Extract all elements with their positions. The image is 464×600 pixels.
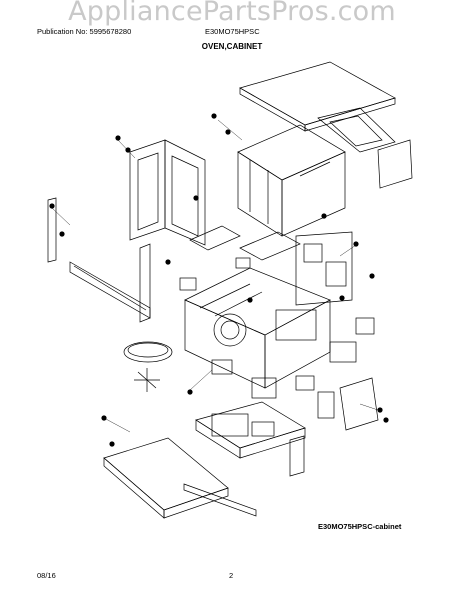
- vent-duct: [317, 107, 413, 189]
- section-title: OVEN,CABINET: [201, 42, 263, 51]
- electrical-components: [179, 277, 375, 399]
- control-panel: [189, 225, 301, 269]
- side-trim: [139, 243, 151, 323]
- footer-date: 08/16: [37, 571, 56, 580]
- watermark: AppliancePartsPros.com: [68, 0, 396, 27]
- lower-front-panel: [103, 437, 229, 519]
- model-number: E30MO75HPSC: [205, 27, 260, 36]
- right-bracket: [317, 377, 379, 431]
- outer-cabinet: [237, 124, 346, 237]
- bottom-rail: [183, 435, 305, 517]
- turntable: [123, 341, 173, 392]
- page-number: 2: [229, 571, 234, 580]
- oven-cavity: [184, 267, 331, 389]
- publication-number: Publication No: 5995678280: [37, 27, 132, 36]
- door-frame: [129, 139, 206, 246]
- top-cover-panel: [239, 61, 396, 132]
- base-plate: [195, 401, 306, 459]
- rear-panel: [295, 231, 353, 306]
- figure-label: E30MO75HPSC-cabinet: [318, 522, 402, 531]
- front-trim-bar: [47, 197, 151, 319]
